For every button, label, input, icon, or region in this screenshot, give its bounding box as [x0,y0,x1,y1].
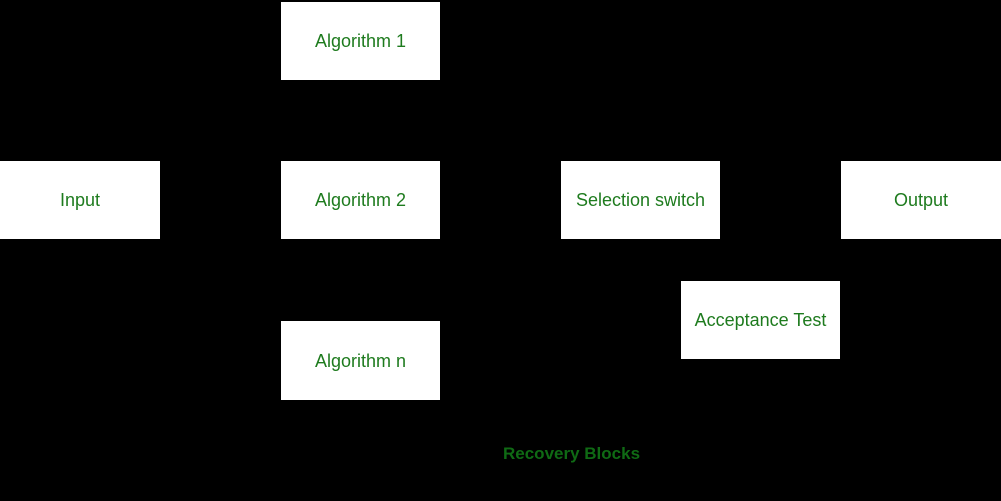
node-output-label: Output [893,190,949,210]
node-algorithm-2: Algorithm 2 [281,161,440,239]
node-algorithm-1-label: Algorithm 1 [314,31,407,51]
node-algorithm-n-label: Algorithm n [314,350,407,371]
diagram-caption: Recovery Blocks [503,444,641,463]
node-output: Output [841,161,1001,239]
node-selection-switch: Selection switch [561,161,720,239]
node-acceptance-test-label: Acceptance Test [694,310,827,330]
node-input: Input [0,161,160,239]
node-algorithm-1: Algorithm 1 [281,2,440,80]
node-input-label: Input [59,190,101,210]
node-algorithm-n: Algorithm n [281,321,440,400]
node-algorithm-2-label: Algorithm 2 [314,190,407,210]
node-selection-switch-label: Selection switch [575,190,706,210]
node-acceptance-test: Acceptance Test [681,281,840,359]
